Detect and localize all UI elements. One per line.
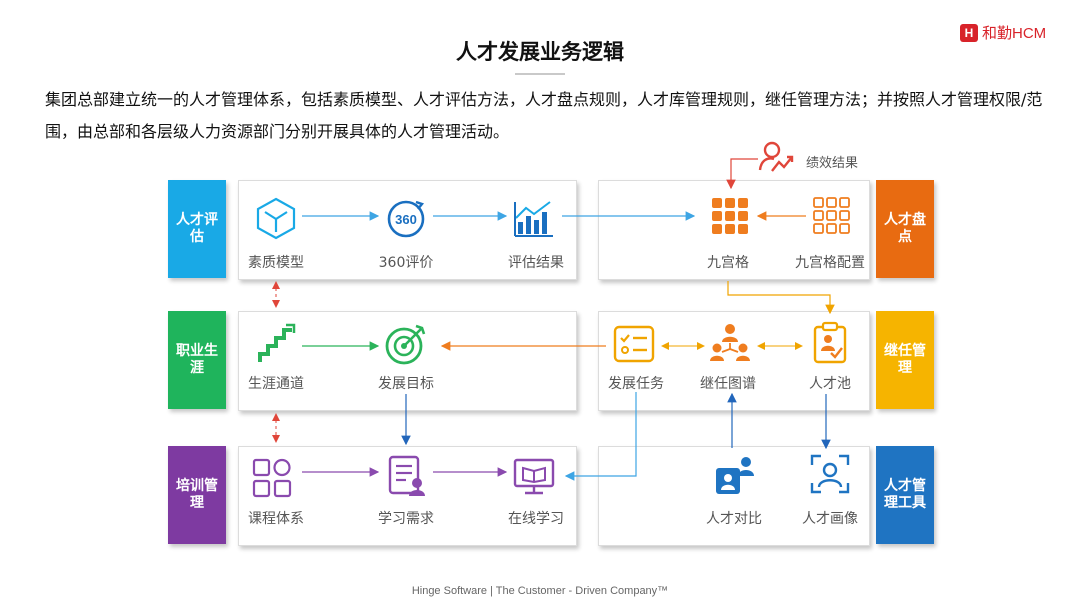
- node-eval-360: 360评价: [378, 255, 434, 271]
- category-assessment-label: 人才评估: [176, 212, 218, 245]
- node-talent-compare: 人才对比: [706, 511, 762, 527]
- panel-tools: [598, 446, 870, 546]
- cube-icon: [254, 196, 298, 244]
- category-review: 人才盘点: [876, 180, 934, 278]
- node-competency-model: 素质模型: [248, 255, 304, 271]
- panel-training: [238, 446, 577, 546]
- category-career-label: 职业生涯: [176, 343, 218, 376]
- node-career-path: 生涯通道: [248, 376, 304, 392]
- stairs-icon: [256, 322, 300, 370]
- node-perf-result: 绩效结果: [806, 156, 859, 171]
- talent-compare-icon: [712, 454, 756, 502]
- learning-needs-icon: [384, 454, 428, 502]
- course-grid-icon: [250, 456, 294, 504]
- target-icon: [384, 322, 428, 370]
- footer-tagline: Hinge Software | The Customer - Driven C…: [411, 585, 669, 597]
- node-online-learning: 在线学习: [508, 511, 564, 527]
- category-training-label: 培训管理: [176, 478, 218, 511]
- node-nine-box: 九宫格: [707, 255, 749, 271]
- node-talent-portrait: 人才画像: [802, 511, 858, 527]
- nine-box-icon: [708, 194, 752, 242]
- category-succession: 继任管理: [876, 311, 934, 409]
- online-learning-icon: [512, 454, 556, 502]
- icon-360-text: 360: [395, 212, 417, 227]
- clipboard-person-icon: [808, 320, 852, 368]
- brand-text: 和勤HCM: [982, 25, 1047, 42]
- node-dev-task: 发展任务: [608, 376, 664, 392]
- node-eval-result: 评估结果: [508, 255, 564, 271]
- talent-portrait-icon: [808, 452, 852, 500]
- category-succession-label: 继任管理: [884, 343, 926, 376]
- node-talent-pool: 人才池: [809, 376, 851, 392]
- bar-chart-icon: [512, 196, 556, 244]
- category-assessment: 人才评估: [168, 180, 226, 278]
- performance-person-icon: [756, 138, 796, 182]
- category-tools: 人才管理工具: [876, 446, 934, 544]
- node-succession-map: 继任图谱: [700, 376, 756, 392]
- node-learning-needs: 学习需求: [378, 511, 434, 527]
- task-list-icon: [612, 322, 656, 370]
- brand-logo: H 和勤HCM: [960, 22, 1046, 43]
- category-review-label: 人才盘点: [884, 212, 926, 245]
- node-nine-box-config: 九宫格配置: [795, 255, 865, 271]
- evaluation-360-icon: 360: [384, 196, 428, 244]
- brand-mark: H: [960, 23, 978, 42]
- title-underline: [515, 73, 565, 75]
- category-career: 职业生涯: [168, 311, 226, 409]
- category-tools-label: 人才管理工具: [884, 478, 926, 511]
- node-course-system: 课程体系: [248, 511, 304, 527]
- node-dev-goal: 发展目标: [378, 376, 434, 392]
- category-training: 培训管理: [168, 446, 226, 544]
- nine-box-config-icon: [810, 194, 854, 242]
- org-chart-icon: [708, 322, 752, 370]
- intro-paragraph: 集团总部建立统一的人才管理体系，包括素质模型、人才评估方法，人才盘点规则，人才库…: [45, 90, 1043, 141]
- page-title: 人才发展业务逻辑: [456, 40, 624, 64]
